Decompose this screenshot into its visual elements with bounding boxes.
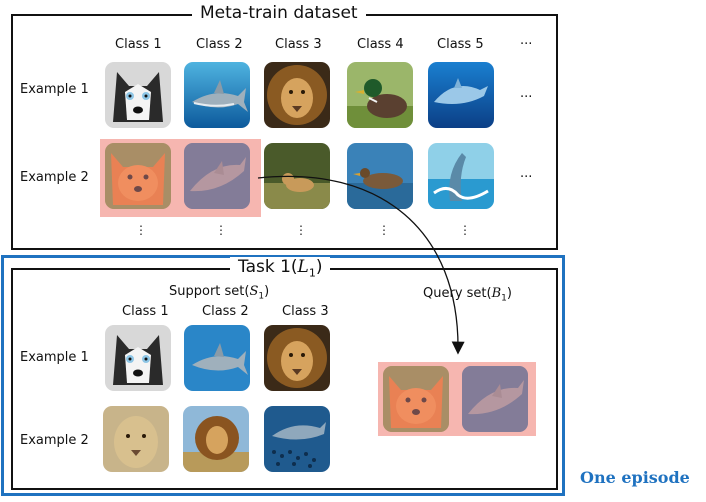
support-image-husky (105, 325, 171, 391)
mt-image-shark (184, 62, 250, 128)
query-image-shark (462, 366, 528, 432)
duck-icon (347, 62, 413, 128)
mt-image-dolphin (428, 62, 494, 128)
task-class-3-label: Class 3 (282, 304, 329, 319)
query-shark-tint (462, 366, 528, 432)
mt-image-lion-cub (264, 143, 330, 209)
task-title-sub: 1 (308, 266, 316, 280)
dolphin-icon (428, 62, 494, 128)
mt-class-4-label: Class 4 (357, 37, 404, 52)
task-class-1-label: Class 1 (122, 304, 169, 319)
meta-train-title: Meta-train dataset (192, 3, 366, 23)
mt-shark-tint (184, 143, 250, 209)
mt-class-1-label: Class 1 (115, 37, 162, 52)
dog-icon (105, 143, 171, 209)
mt-image-duck-2 (347, 143, 413, 209)
lion-cub-icon (264, 143, 330, 209)
mt-class-3-label: Class 3 (275, 37, 322, 52)
mt-more-columns-row1: ··· (520, 90, 533, 105)
mt-image-duck (347, 62, 413, 128)
lion-icon (264, 62, 330, 128)
task-class-2-label: Class 2 (202, 304, 249, 319)
mt-dog-tint (105, 143, 171, 209)
mt-class-2-label: Class 2 (196, 37, 243, 52)
support-image-lion-2 (183, 406, 249, 472)
support-suffix: ) (264, 284, 270, 299)
query-prefix: Query set( (423, 286, 492, 301)
query-image-dog (383, 366, 449, 432)
husky-icon (105, 62, 171, 128)
shark-icon (184, 143, 250, 209)
shark-icon (184, 62, 250, 128)
husky-icon (105, 325, 171, 391)
task-title-prefix: Task 1( (238, 257, 298, 277)
support-set-label: Support set(S1) (169, 284, 269, 302)
mt-more-rows-5: ⋮ (459, 223, 471, 237)
query-sub: 1 (501, 293, 507, 304)
one-episode-label: One episode (580, 468, 690, 487)
mt-more-rows-4: ⋮ (378, 223, 390, 237)
support-image-shark-school (264, 406, 330, 472)
task-example-1-label: Example 1 (20, 350, 89, 365)
mt-more-columns-header: ··· (520, 37, 533, 52)
support-image-lioness (103, 406, 169, 472)
query-suffix: ) (506, 286, 512, 301)
lioness-icon (103, 406, 169, 472)
dog-icon (383, 366, 449, 432)
lion-icon (264, 325, 330, 391)
support-image-shark (184, 325, 250, 391)
support-prefix: Support set( (169, 284, 250, 299)
mt-image-shark-2 (184, 143, 250, 209)
lion-icon (183, 406, 249, 472)
query-set-label: Query set(B1) (423, 286, 512, 304)
mt-more-rows-3: ⋮ (295, 223, 307, 237)
mt-image-dog (105, 143, 171, 209)
mt-image-husky (105, 62, 171, 128)
mt-class-5-label: Class 5 (437, 37, 484, 52)
support-image-lion (264, 325, 330, 391)
mt-more-rows-1: ⋮ (135, 223, 147, 237)
mt-image-dolphin-2 (428, 143, 494, 209)
mt-image-lion (264, 62, 330, 128)
task-title-var: L (297, 257, 309, 277)
shark-icon (462, 366, 528, 432)
shark-school-icon (264, 406, 330, 472)
task-title: Task 1(L1) (230, 257, 331, 280)
support-var: S (249, 284, 259, 299)
shark-icon (184, 325, 250, 391)
mt-example-2-label: Example 2 (20, 170, 89, 185)
task-example-2-label: Example 2 (20, 433, 89, 448)
mt-more-rows-2: ⋮ (215, 223, 227, 237)
mt-example-1-label: Example 1 (20, 82, 89, 97)
task-title-suffix: ) (315, 257, 323, 277)
query-dog-tint (383, 366, 449, 432)
duck-icon (347, 143, 413, 209)
mt-more-columns-row2: ··· (520, 170, 533, 185)
dolphin-icon (428, 143, 494, 209)
query-var: B (491, 286, 502, 301)
